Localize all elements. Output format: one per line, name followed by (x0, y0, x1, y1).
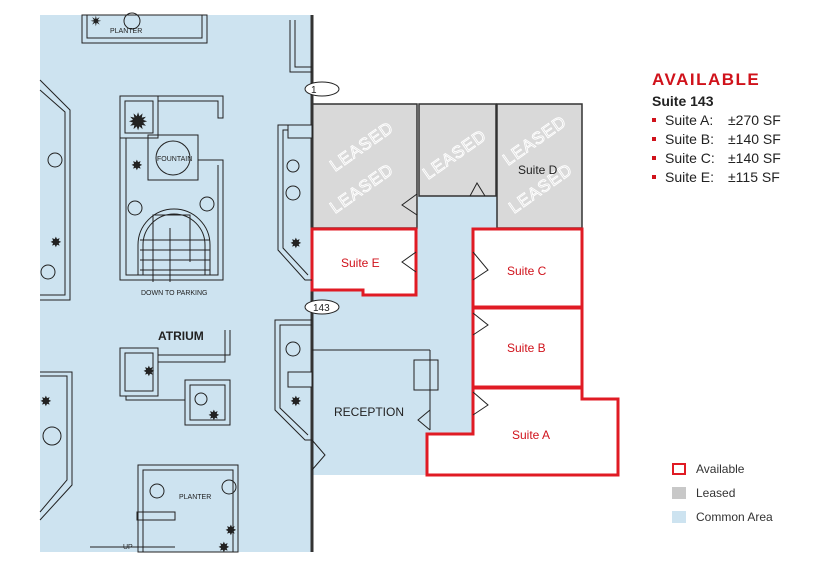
palm-icon: ✸ (50, 234, 62, 250)
svg-text:1: 1 (311, 85, 317, 96)
palm-icon: ✸ (131, 157, 143, 173)
reception-label: RECEPTION (334, 405, 404, 419)
palm-icon: ✸ (290, 235, 302, 251)
planter-label: PLANTER (110, 28, 142, 35)
suite-e[interactable]: Suite E (310, 227, 418, 297)
atrium-label: ATRIUM (158, 329, 204, 343)
legend-item-leased: Leased (672, 481, 773, 505)
available-heading: AVAILABLE (652, 70, 761, 89)
palm-icon: ✸ (225, 522, 237, 538)
palm-icon: ✸ (290, 393, 302, 409)
atrium-common-area (40, 15, 312, 552)
suite-b[interactable]: Suite B (471, 306, 584, 389)
shrub-icons (40, 12, 301, 499)
up-label: UP (123, 544, 133, 551)
legend-item-available: Available (672, 457, 773, 481)
suite-c-label: Suite C (507, 264, 547, 278)
suite-e-label: Suite E (341, 256, 380, 270)
bullet-icon (652, 175, 656, 179)
palm-icon: ✹ (128, 109, 148, 136)
palm-icon: ✸ (143, 363, 155, 379)
list-item: Suite B:±140 SF (652, 131, 781, 147)
bullet-icon (652, 156, 656, 160)
leased-block: LEASED LEASED LEASED LEASED LEASED Suite… (311, 103, 583, 229)
atrium-drawing (39, 14, 313, 553)
list-item: Suite E:±115 SF (652, 169, 781, 185)
planter-label: PLANTER (179, 494, 211, 501)
available-swatch-icon (672, 463, 686, 475)
list-item: Suite A:±270 SF (652, 112, 781, 128)
unit-number-badge: 143 (304, 299, 340, 315)
suite-a-label: Suite A (512, 428, 550, 442)
unit-number-badge-top: 1 (304, 81, 340, 97)
common-area-swatch-icon (672, 511, 686, 523)
fountain-label: FOUNTAIN (157, 156, 192, 163)
availability-panel: AVAILABLE Suite 143 Suite A:±270 SF Suit… (652, 70, 781, 185)
leased-swatch-icon (672, 487, 686, 499)
svg-text:143: 143 (313, 303, 330, 314)
legend-item-common-area: Common Area (672, 505, 773, 529)
palm-icon: ✸ (208, 407, 220, 423)
palm-icon: ✸ (218, 539, 230, 555)
suite-d-label: Suite D (518, 163, 558, 177)
palm-icon: ✷ (90, 13, 102, 29)
down-to-parking-label: DOWN TO PARKING (141, 290, 208, 297)
suite-c[interactable]: Suite C (471, 227, 584, 309)
suite-b-label: Suite B (507, 341, 546, 355)
bullet-icon (652, 118, 656, 122)
legend: Available Leased Common Area (672, 457, 773, 529)
plant-icons: ✷✹ ✸✸ ✸✸ ✸✸ ✸✸ ✸ (40, 13, 302, 555)
list-item: Suite C:±140 SF (652, 150, 781, 166)
bullet-icon (652, 137, 656, 141)
suite-a[interactable]: Suite A (425, 386, 620, 477)
suite-number: Suite 143 (652, 93, 714, 109)
palm-icon: ✸ (40, 393, 52, 409)
